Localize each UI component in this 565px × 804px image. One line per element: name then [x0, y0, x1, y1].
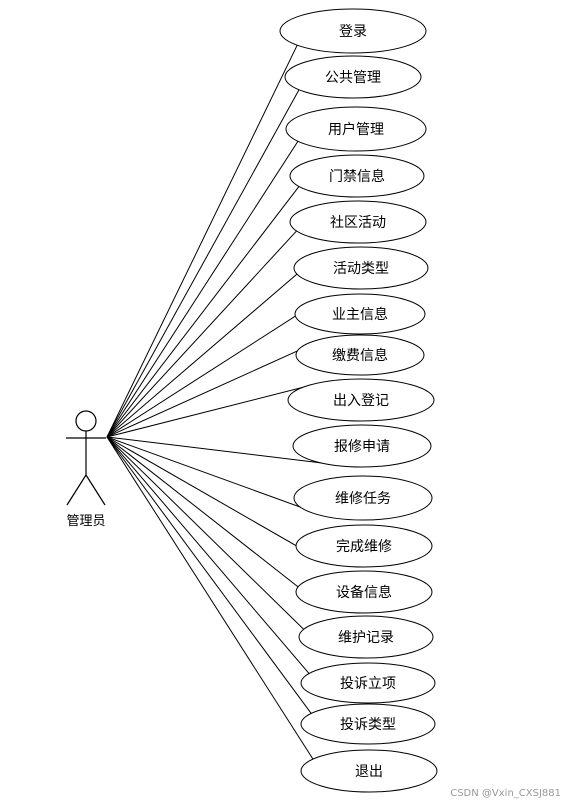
actor-admin: 管理员: [66, 410, 106, 529]
use-case-node: 业主信息: [294, 293, 426, 335]
actor-left-leg: [66, 474, 87, 506]
association-line: [106, 110, 318, 438]
association-line: [106, 250, 325, 438]
association-line: [106, 436, 332, 741]
association-line: [106, 297, 325, 438]
association-line: [106, 59, 317, 438]
association-line: [106, 12, 314, 438]
use-case-label: 维护记录: [338, 630, 394, 646]
use-case-ellipse: [289, 200, 427, 244]
association-line: [106, 436, 332, 700]
use-case-label: 完成维修: [336, 539, 392, 555]
use-case-ellipse: [298, 615, 434, 659]
watermark: CSDN @Vxin_CXSJ881: [450, 788, 561, 799]
use-case-node: 活动类型: [293, 246, 429, 290]
association-lines: [106, 12, 333, 789]
association-line: [106, 382, 321, 438]
use-case-node: 门禁信息: [289, 154, 425, 198]
use-case-ellipse: [300, 662, 436, 704]
use-case-ellipse: [285, 106, 427, 152]
use-case-node: 退出: [300, 749, 438, 793]
association-line: [106, 338, 326, 438]
use-case-node: 维护记录: [298, 615, 434, 659]
actor-right-leg: [85, 474, 106, 506]
use-case-label: 活动类型: [333, 261, 389, 277]
use-case-node: 缴费信息: [295, 334, 425, 376]
association-line: [106, 436, 325, 464]
use-case-ellipse: [295, 524, 433, 568]
use-case-label: 设备信息: [336, 584, 392, 601]
association-line: [106, 436, 327, 564]
use-cases: 登录公共管理用户管理门禁信息社区活动活动类型业主信息缴费信息出入登记报修申请维修…: [279, 8, 438, 793]
use-case-ellipse: [287, 378, 435, 422]
association-line: [106, 158, 321, 438]
use-case-label: 退出: [355, 764, 383, 780]
use-case-label: 业主信息: [332, 306, 388, 323]
association-line: [106, 436, 333, 789]
use-case-label: 公共管理: [325, 70, 381, 86]
use-case-ellipse: [293, 246, 429, 290]
use-case-ellipse: [279, 8, 427, 54]
use-case-label: 缴费信息: [332, 347, 388, 364]
use-case-ellipse: [293, 475, 433, 521]
use-case-label: 登录: [339, 24, 367, 40]
use-case-node: 完成维修: [295, 524, 433, 568]
use-case-node: 投诉类型: [300, 703, 436, 745]
use-case-ellipse: [292, 424, 432, 468]
use-case-node: 投诉立项: [300, 662, 436, 704]
use-case-label: 用户管理: [328, 121, 384, 138]
use-case-label: 投诉类型: [340, 717, 396, 733]
use-case-ellipse: [300, 749, 438, 793]
use-case-label: 门禁信息: [329, 168, 385, 185]
use-case-ellipse: [300, 703, 436, 745]
use-case-label: 出入登记: [333, 393, 389, 409]
association-line: [106, 436, 326, 517]
use-case-node: 用户管理: [285, 106, 427, 152]
use-case-node: 维修任务: [293, 475, 433, 521]
use-case-ellipse: [295, 570, 433, 614]
use-case-node: 公共管理: [284, 55, 422, 99]
association-line: [106, 436, 330, 655]
use-case-ellipse: [284, 55, 422, 99]
use-case-label: 维修任务: [335, 491, 391, 507]
use-case-label: 社区活动: [330, 215, 386, 231]
use-case-ellipse: [289, 154, 425, 198]
use-case-label: 投诉立项: [340, 676, 396, 692]
association-line: [106, 436, 327, 610]
use-case-node: 报修申请: [292, 424, 432, 468]
use-case-node: 登录: [279, 8, 427, 54]
use-case-node: 设备信息: [295, 570, 433, 614]
use-case-node: 出入登记: [287, 378, 435, 422]
use-case-label: 报修申请: [334, 439, 390, 455]
use-case-ellipse: [295, 334, 425, 376]
use-case-ellipse: [294, 293, 426, 335]
actor-head: [75, 410, 97, 432]
use-case-node: 社区活动: [289, 200, 427, 244]
actor-label: 管理员: [66, 514, 105, 529]
association-line: [106, 204, 321, 438]
